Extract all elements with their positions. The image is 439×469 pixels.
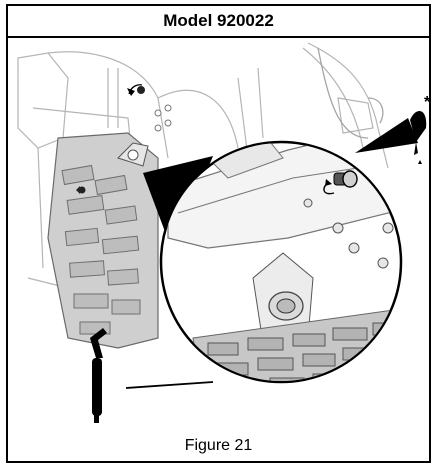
- oil-callout-asterisk: *: [424, 94, 431, 111]
- left-grease-fitting-icon: [76, 186, 86, 194]
- title-bar: Model 920022: [8, 6, 429, 38]
- top-grease-fitting-icon: [127, 84, 145, 96]
- oil-can-icon: [355, 110, 427, 164]
- background-machine: [17, 42, 389, 289]
- magnified-detail: [159, 140, 403, 384]
- right-arm: [317, 47, 384, 139]
- upper-grease-fitting-icon: [323, 170, 358, 195]
- figure-title: Model 920022: [163, 11, 274, 30]
- machine-illustration: [17, 42, 427, 423]
- hub-boss: [252, 252, 314, 344]
- lower-grease-fitting-icon: [216, 368, 228, 381]
- left-gear-housing: [47, 84, 172, 349]
- figure-frame: Model 920022: [6, 4, 431, 463]
- figure-caption: Figure 21: [184, 437, 253, 454]
- grease-gun-icon: [90, 328, 214, 423]
